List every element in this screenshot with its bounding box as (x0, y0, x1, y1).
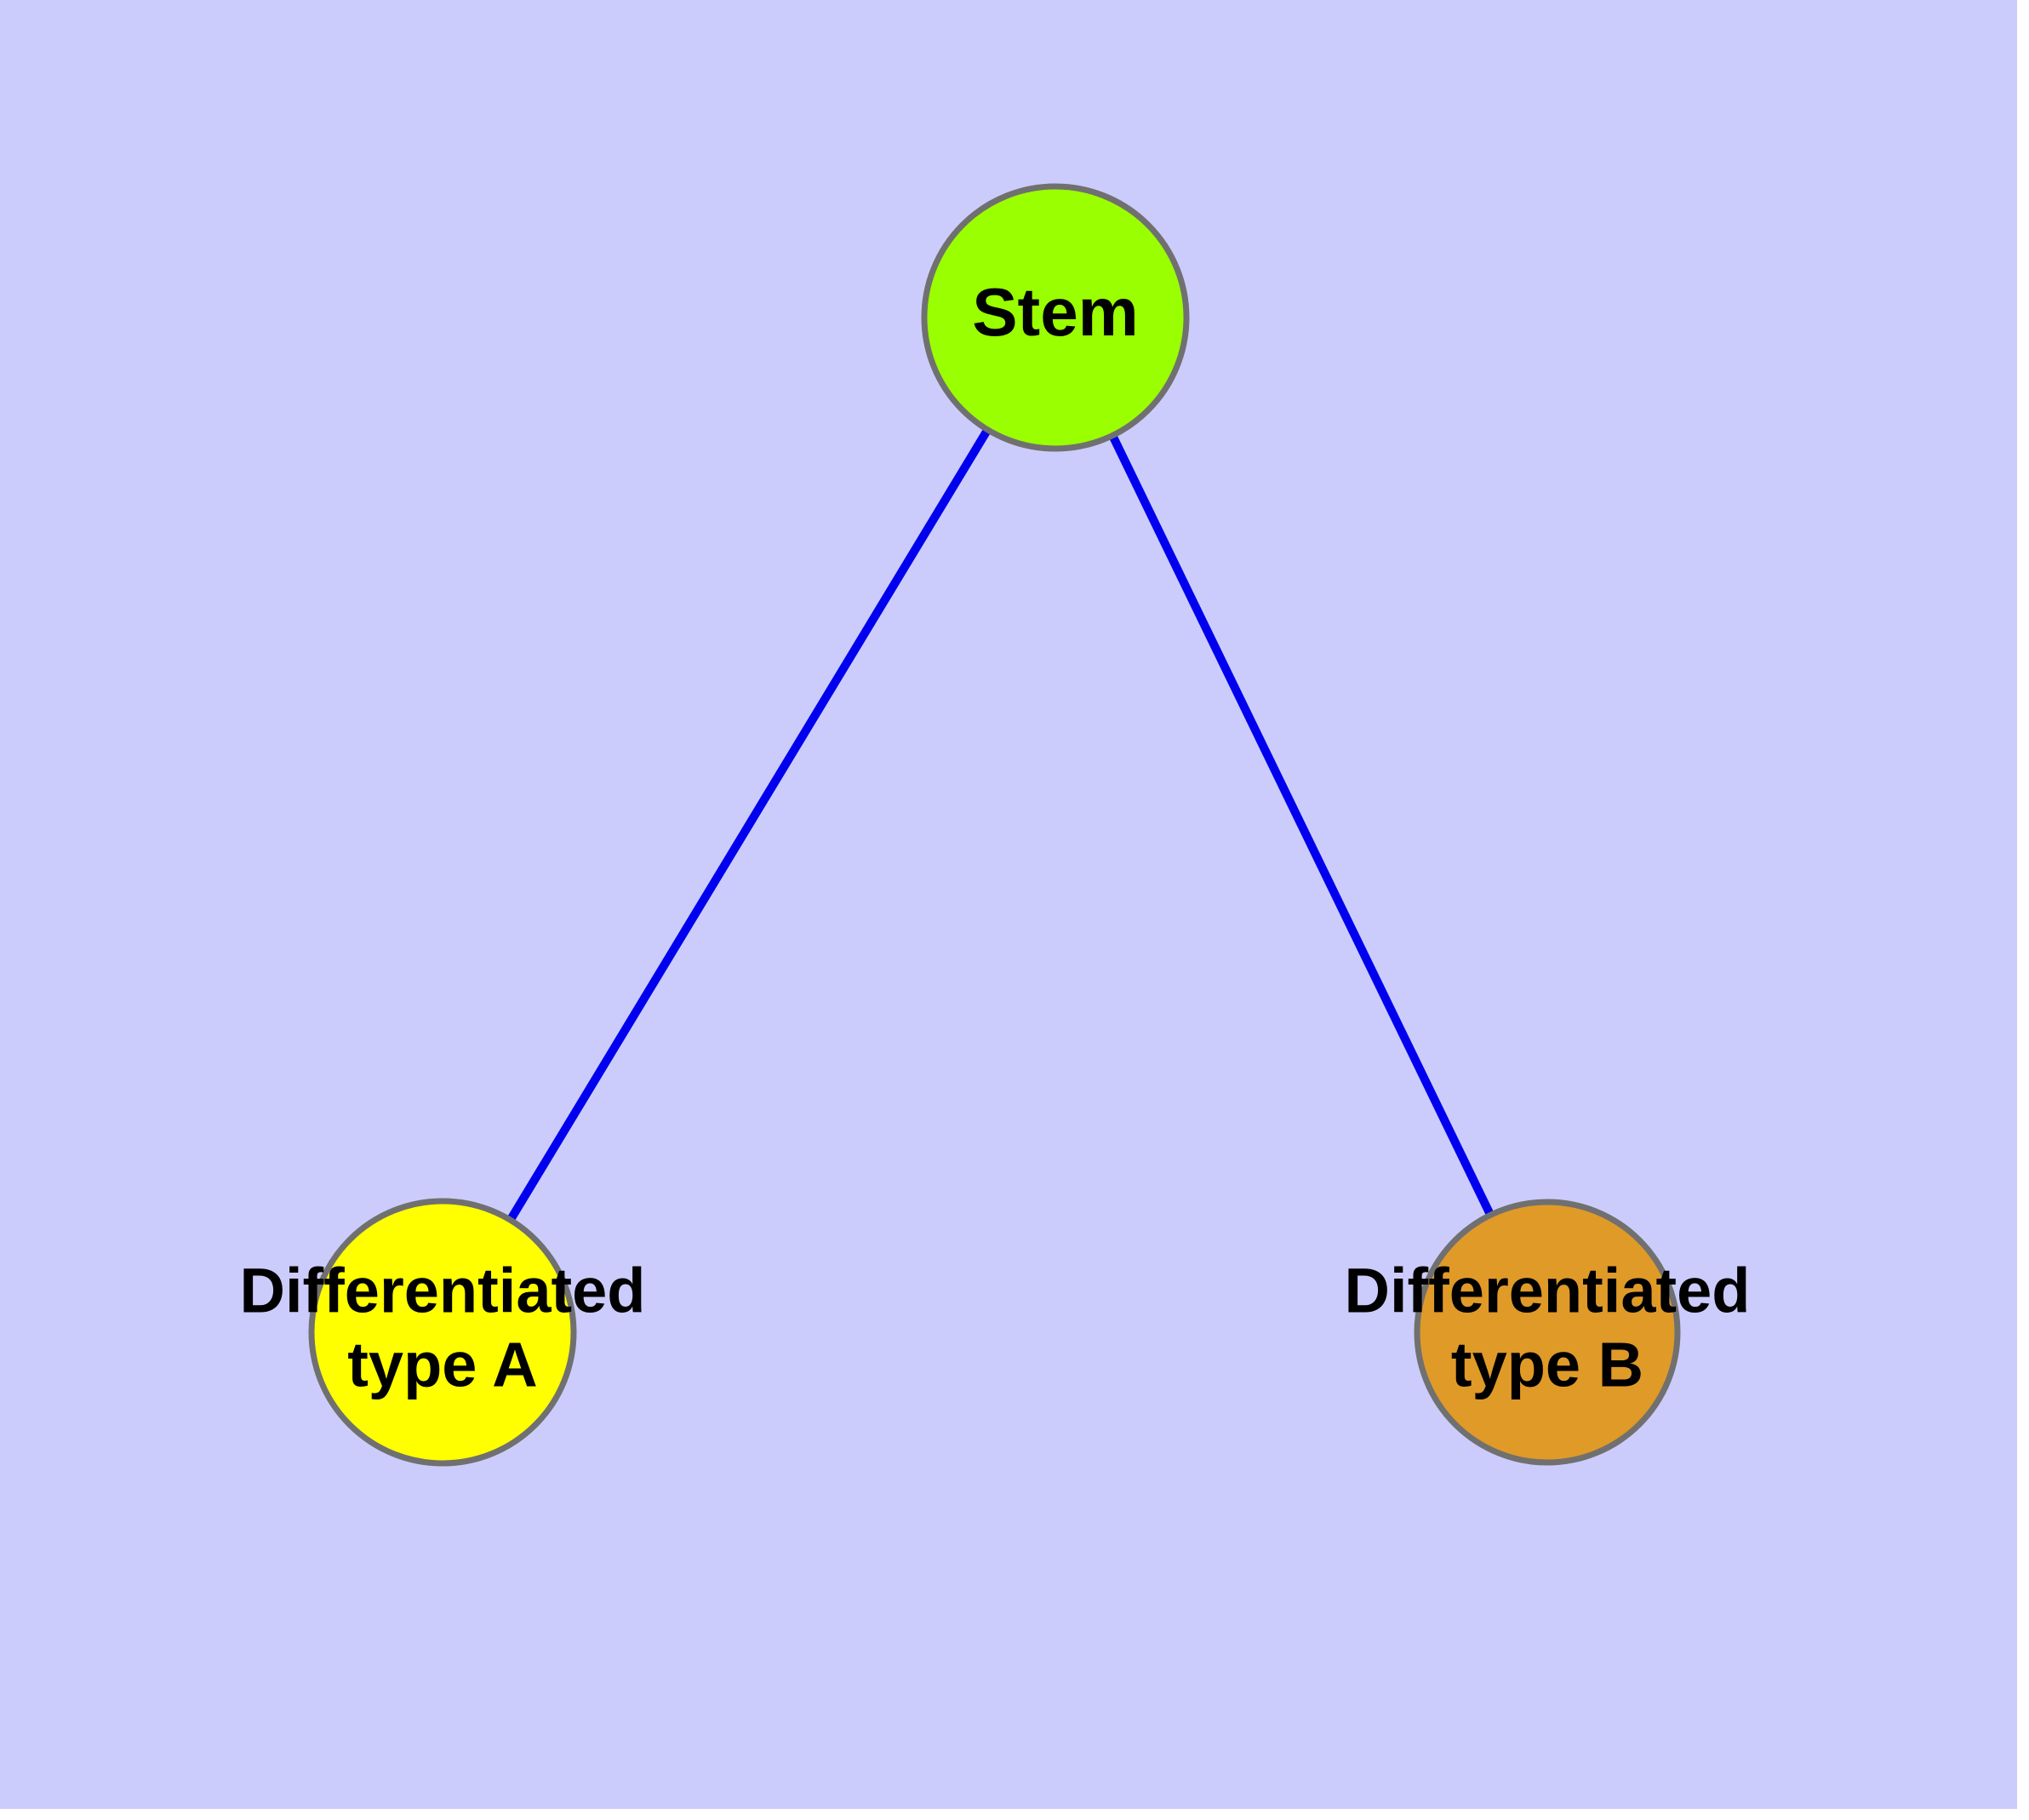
node-differentiated-type-a[interactable] (308, 1198, 577, 1467)
label-line: type A (347, 1329, 537, 1399)
edges-layer (504, 423, 1497, 1227)
label-line: Differentiated (1345, 1255, 1751, 1325)
node-stem[interactable] (921, 183, 1190, 452)
label-line: Stem (972, 274, 1139, 350)
node-stem-label: Stem (972, 274, 1139, 350)
edge-stem-to-differentiated-type-b[interactable] (1106, 428, 1497, 1222)
node-differentiated-type-a-circle[interactable] (308, 1198, 577, 1467)
edge-stem-to-differentiated-type-a[interactable] (504, 423, 994, 1227)
label-line: type B (1451, 1329, 1643, 1399)
node-differentiated-type-b[interactable] (1414, 1199, 1681, 1466)
label-line: Differentiated (240, 1255, 646, 1325)
node-differentiated-type-b-circle[interactable] (1414, 1199, 1681, 1466)
node-stem-circle[interactable] (921, 183, 1190, 452)
nodes-layer (308, 183, 1681, 1467)
